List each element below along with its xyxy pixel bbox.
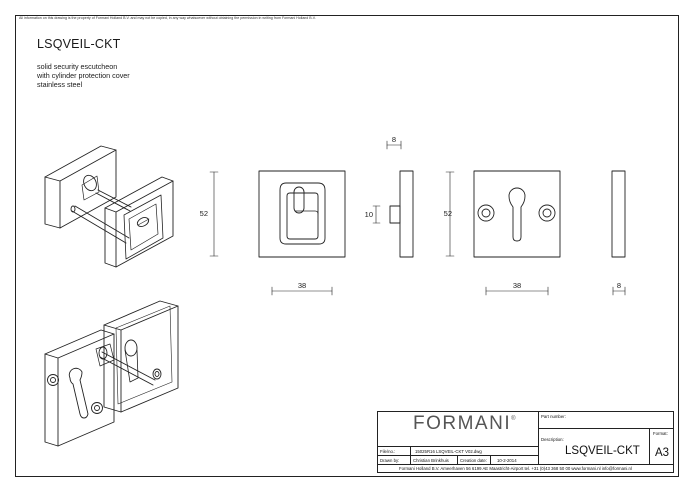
logo-mark: ® (511, 416, 518, 422)
dim-side-depth: 8 (392, 135, 396, 144)
format-value: A3 (655, 447, 670, 459)
description-line-3: stainless steel (37, 80, 83, 89)
logo-text: FORMANI (413, 413, 512, 434)
dim-front-width: 38 (298, 281, 306, 290)
dim-pin-length: 10 (365, 210, 373, 219)
copyright-notice: All information on this drawing is the p… (19, 16, 316, 20)
description-line-2: with cylinder protection cover (37, 71, 130, 80)
drawn-by-value: Christian Brinkhuis (413, 458, 449, 463)
part-number-label: Part number: (541, 414, 566, 419)
file-value: 15025R16 LSQVEIL-CKT V02.dwg (415, 449, 482, 454)
side-view (372, 140, 414, 258)
format-label: Format: (653, 431, 668, 436)
formani-logo: FORMANI® (413, 413, 517, 435)
description-value: LSQVEIL-CKT (565, 445, 640, 457)
product-title: LSQVEIL-CKT (37, 37, 121, 51)
file-label: File/no.: (380, 449, 396, 454)
title-block: FORMANI® Part number: Description: LSQVE… (377, 411, 674, 473)
dim-back-width: 38 (513, 281, 521, 290)
front-view (209, 170, 346, 296)
dim-front-height: 52 (200, 209, 208, 218)
drawn-by-label: Drawn by: (380, 458, 400, 463)
back-view (445, 170, 561, 296)
company-address: Formani Holland B.V. Ameerhaven 56 6199 … (399, 466, 632, 471)
creation-date-label: Creation date: (460, 458, 487, 463)
sheet-border (15, 15, 679, 477)
creation-date-value: 10-2-2014 (497, 458, 517, 463)
description-label: Description: (541, 437, 564, 442)
isometric-view-bottom (44, 300, 179, 447)
isometric-view-top (44, 145, 174, 268)
description-line-1: solid security escutcheon (37, 62, 118, 71)
dim-back-side-depth: 8 (617, 281, 621, 290)
dim-back-height: 52 (444, 209, 452, 218)
back-side-view (611, 170, 626, 296)
